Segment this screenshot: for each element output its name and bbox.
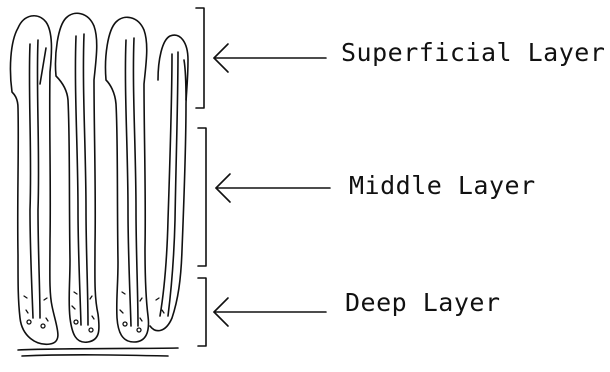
gland-1 [10,16,57,345]
gland-3-lumen-inner [133,38,138,326]
middle-layer-label: Middle Layer [349,173,536,198]
deep-layer-stippling [24,292,164,332]
cell-mark [90,296,92,299]
gland-1-outer-outline [10,16,57,345]
middle-layer-arrow [216,174,330,202]
cell-mark [72,306,75,309]
cell-mark [24,296,27,298]
middle-layer-bracket [198,128,206,266]
gland-3-lumen [125,40,131,326]
superficial-layer-arrow [214,44,326,72]
gland-2-lumen-inner [83,34,88,325]
cell-mark [120,310,123,313]
superficial-layer-bracket [196,8,204,108]
deep-layer-bracket [198,278,206,346]
cell-mark [74,292,77,294]
cell-mark [46,318,48,321]
deep-layer-label: Deep Layer [345,290,501,315]
cell-nucleus [123,322,127,326]
cell-nucleus [137,328,141,332]
cell-mark [162,310,164,313]
cell-nucleus [74,320,78,324]
cell-nucleus [41,324,45,328]
cell-mark [140,298,142,301]
gland-1-lumen [29,44,33,318]
cell-nucleus [89,328,93,332]
cell-mark [92,316,94,319]
cell-mark [44,298,47,300]
cell-mark [140,318,142,321]
gland-2-lumen [75,36,81,325]
cell-mark [122,292,125,294]
gland-2 [55,13,99,342]
base-line-bottom [22,355,168,356]
gland-4-lumen [160,54,172,316]
gland-3 [105,17,148,342]
cell-mark [26,310,28,313]
superficial-layer-label: Superficial Layer [341,40,605,65]
base-lines [18,348,178,356]
deep-layer-arrow [214,298,326,326]
cell-nucleus [27,320,31,324]
gland-1-mucosa-edge [40,48,46,84]
cell-mark [156,298,159,300]
gland-4 [150,35,188,331]
gland-4-tip [184,60,186,100]
base-line-top [18,348,178,350]
